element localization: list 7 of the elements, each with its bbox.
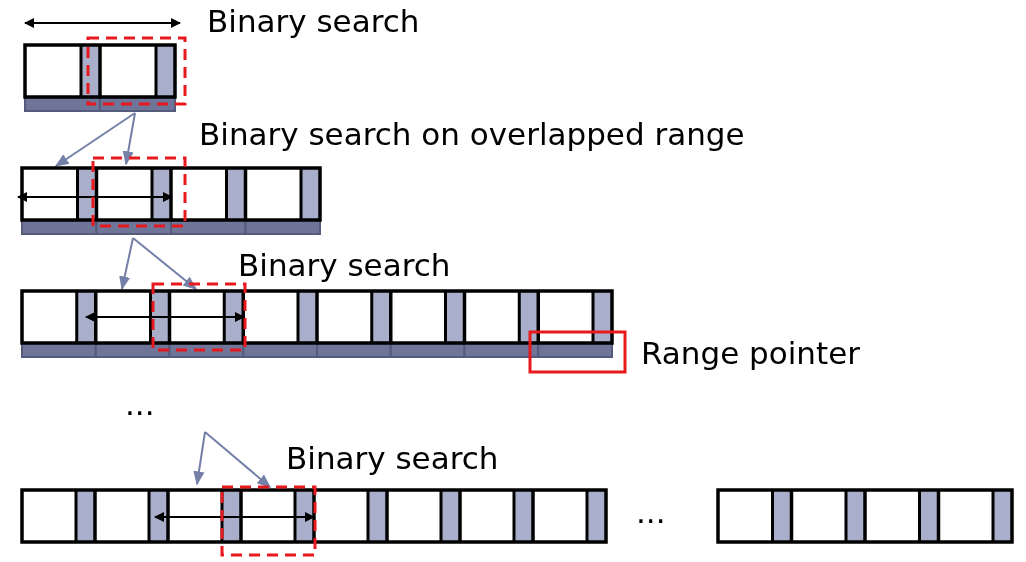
step-label: Binary search	[286, 440, 499, 476]
ellipsis: ...	[125, 386, 155, 422]
ellipsis: ...	[636, 494, 666, 530]
step-label: Binary search on overlapped range	[199, 116, 745, 152]
range-pointer-label: Range pointer	[641, 335, 860, 371]
step-label: Binary search	[207, 3, 420, 39]
step-label: Binary search	[238, 247, 451, 283]
